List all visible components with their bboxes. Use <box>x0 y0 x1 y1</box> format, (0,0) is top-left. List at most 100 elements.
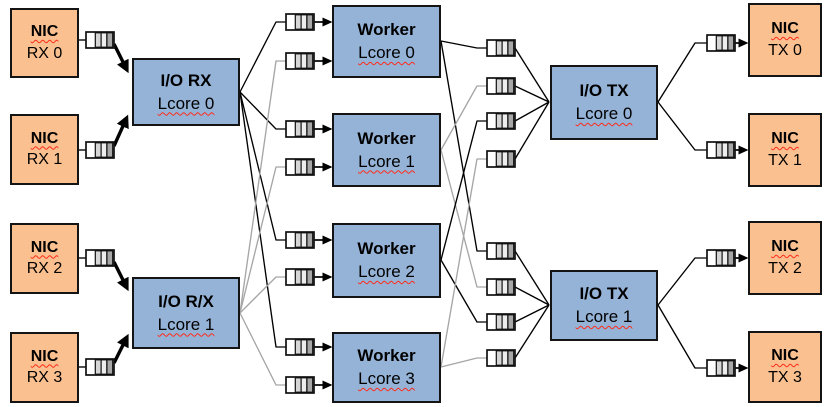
queue-icon-q-tx0-w2 <box>486 112 516 130</box>
connector-plain-black <box>514 101 550 160</box>
queue-icon-q-nictx-2 <box>706 249 736 267</box>
node-subtitle: RX 3 <box>26 369 63 386</box>
connector-tail-black <box>239 91 286 130</box>
node-subtitle: TX 0 <box>768 41 802 59</box>
node-subtitle: TX 2 <box>768 259 802 277</box>
node-subtitle: Lcore 2 <box>358 262 415 281</box>
connector-plain-black <box>514 47 550 103</box>
node-title: NIC <box>30 129 59 147</box>
node-subtitle: Lcore 0 <box>575 104 633 123</box>
queue-icon-q-tx1-w2 <box>486 313 516 331</box>
queue-icon-q-nictx-0 <box>706 34 736 52</box>
connector-tail-gray <box>440 85 487 151</box>
node-title: NIC <box>30 347 59 365</box>
connector-tail-black <box>440 40 487 49</box>
connector-thick-black <box>112 261 129 292</box>
node-nic-tx-1: NIC TX 1 <box>748 113 822 187</box>
node-subtitle: RX 2 <box>26 260 63 277</box>
node-nic-tx-2: NIC TX 2 <box>748 221 822 295</box>
connector-plain-black <box>514 250 550 306</box>
connector-tail-black <box>657 304 707 369</box>
connector-plain-black <box>514 101 550 122</box>
node-nic-rx-0: NIC RX 0 <box>10 8 79 78</box>
connector-thick-black <box>112 114 129 147</box>
connector-tail-gray <box>239 60 286 314</box>
queue-icon-q-w3-a <box>285 338 315 356</box>
node-subtitle: Lcore 0 <box>358 43 415 62</box>
connector-tail-black <box>440 259 487 323</box>
node-subtitle: Lcore 1 <box>358 151 415 171</box>
node-title: Worker <box>357 20 416 40</box>
connector-tail-gray <box>239 166 286 314</box>
node-title: I/O TX <box>579 81 629 101</box>
queue-icon-q-tx1-w3 <box>486 349 516 367</box>
node-subtitle: Lcore 0 <box>157 93 215 113</box>
node-subtitle: TX 3 <box>768 368 802 386</box>
node-nic-rx-1: NIC RX 1 <box>10 114 79 185</box>
connector-tail-gray <box>239 276 286 314</box>
node-title: Worker <box>357 239 416 259</box>
connector-tail-gray <box>440 149 487 288</box>
node-title: I/O TX <box>579 284 629 304</box>
connector-thick-black <box>112 333 129 364</box>
queue-icon-q-tx1-w1 <box>486 278 516 296</box>
node-subtitle: Lcore 1 <box>575 307 633 326</box>
node-io-rx-0: I/O RX Lcore 0 <box>132 58 240 126</box>
queue-icon-q-tx0-w0 <box>486 39 516 57</box>
queue-icon-q-nictx-1 <box>706 141 736 159</box>
queue-icon-q-w1-a <box>285 120 315 138</box>
connector-tail-black <box>239 91 286 348</box>
node-subtitle: RX 0 <box>26 44 63 62</box>
node-title: I/O RX <box>160 70 212 90</box>
node-nic-rx-3: NIC RX 3 <box>10 332 79 403</box>
queue-icon-q-rx-2 <box>85 249 115 267</box>
node-title: Worker <box>357 128 416 148</box>
connector-plain-black <box>514 85 550 103</box>
node-subtitle: Lcore 3 <box>358 369 415 388</box>
queue-icon-q-nictx-3 <box>706 359 736 377</box>
connector-plain-black <box>514 286 550 306</box>
node-subtitle: Lcore 1 <box>157 314 215 334</box>
queue-icon-q-w0-b <box>285 52 315 70</box>
node-title: NIC <box>30 23 59 41</box>
connector-plain-black <box>514 304 550 359</box>
connector-tail-black <box>657 42 707 103</box>
node-title: NIC <box>771 347 799 365</box>
node-title: NIC <box>771 20 799 38</box>
node-title: NIC <box>771 238 799 256</box>
node-nic-tx-0: NIC TX 0 <box>748 3 822 77</box>
connector-tail-black <box>657 101 707 151</box>
connector-tail-black <box>239 91 286 241</box>
node-title: Worker <box>357 346 416 366</box>
node-nic-tx-3: NIC TX 3 <box>748 331 822 403</box>
connector-tail-black <box>657 257 707 306</box>
node-subtitle: TX 1 <box>768 151 802 169</box>
queue-icon-q-tx0-w1 <box>486 77 516 95</box>
node-io-rx-1: I/O R/X Lcore 1 <box>132 277 240 349</box>
connector-tail-black <box>440 40 487 252</box>
queue-icon-q-w3-b <box>285 376 315 394</box>
node-title: NIC <box>771 130 799 148</box>
connector-plain-black <box>514 304 550 323</box>
queue-icon-q-w2-a <box>285 231 315 249</box>
queue-icon-q-rx-0 <box>85 31 115 49</box>
connector-tail-gray <box>440 158 487 368</box>
connector-tail-gray <box>440 357 487 368</box>
queue-icon-q-tx1-w0 <box>486 242 516 260</box>
node-subtitle: RX 1 <box>26 151 63 168</box>
connector-thick-black <box>112 43 129 74</box>
node-io-tx-0: I/O TX Lcore 0 <box>550 65 658 140</box>
queue-icon-q-tx0-w3 <box>486 150 516 168</box>
connector-tail-gray <box>239 312 286 386</box>
queue-icon-q-rx-3 <box>85 358 115 376</box>
queue-icon-q-w2-b <box>285 268 315 286</box>
queue-icon-q-w0-a <box>285 13 315 31</box>
node-title: I/O R/X <box>158 291 214 311</box>
